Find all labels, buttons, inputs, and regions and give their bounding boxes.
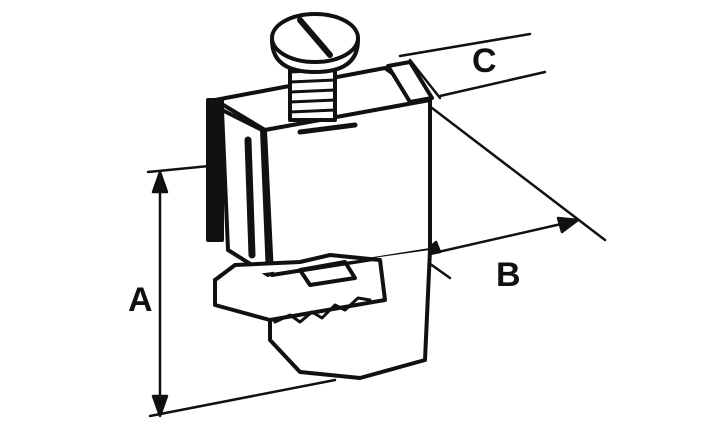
clamp-jaw [213, 248, 432, 380]
screw [270, 12, 360, 122]
dimension-label-c: C [472, 42, 497, 80]
dimension-label-b: B [496, 256, 521, 294]
dimension-label-a: A [128, 281, 153, 319]
